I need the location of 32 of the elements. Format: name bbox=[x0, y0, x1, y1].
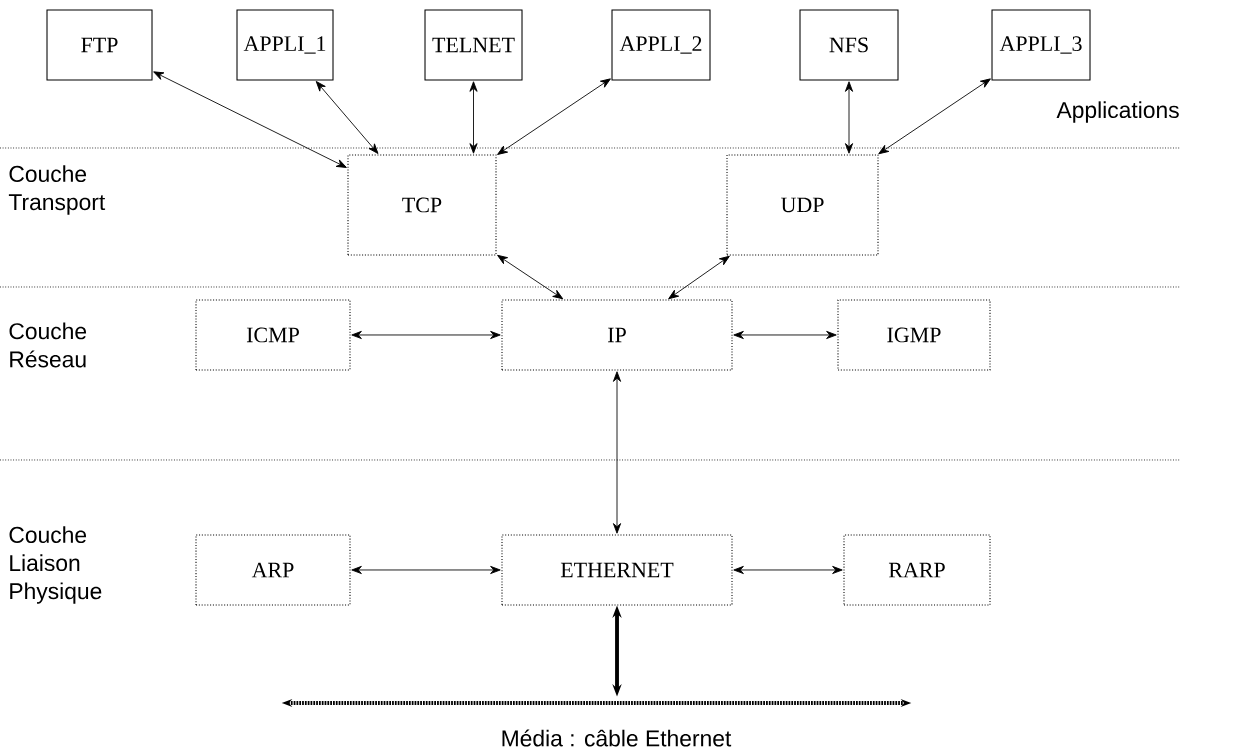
application-box: APPLI_1 bbox=[236, 9, 334, 81]
arrow bbox=[315, 81, 379, 154]
layer-box: TCP bbox=[347, 154, 497, 256]
application-box: TELNET bbox=[424, 9, 523, 81]
arrow bbox=[351, 330, 501, 340]
arrow bbox=[351, 565, 501, 575]
arrow bbox=[844, 81, 854, 154]
layer-label: Couche Réseau bbox=[9, 322, 87, 368]
arrow bbox=[497, 78, 611, 155]
layer-box: ICMP bbox=[195, 299, 351, 371]
arrow bbox=[153, 71, 347, 168]
layer-box: ARP bbox=[195, 534, 351, 606]
layer-label: Couche Transport bbox=[8, 165, 106, 215]
arrow bbox=[668, 255, 730, 300]
application-box: APPLI_3 bbox=[991, 9, 1091, 81]
arrow bbox=[733, 330, 837, 340]
application-box: APPLI_2 bbox=[611, 9, 711, 81]
layer-box: UDP bbox=[726, 154, 879, 256]
layer-box: ETHERNET bbox=[501, 534, 733, 606]
layer-label: Média : câble Ethernet bbox=[502, 729, 732, 747]
layer-label: Couche Liaison Physique bbox=[9, 526, 102, 604]
arrow bbox=[497, 254, 564, 300]
layer-box: IP bbox=[501, 299, 733, 371]
layer-box: IGMP bbox=[837, 299, 991, 371]
application-box: NFS bbox=[799, 9, 899, 81]
arrow bbox=[733, 565, 843, 575]
layer-label: Applications bbox=[1056, 101, 1179, 123]
arrow bbox=[878, 78, 991, 155]
arrow bbox=[612, 371, 622, 534]
application-box: FTP bbox=[46, 9, 153, 81]
arrow bbox=[469, 81, 478, 154]
layer-box: RARP bbox=[843, 534, 991, 606]
